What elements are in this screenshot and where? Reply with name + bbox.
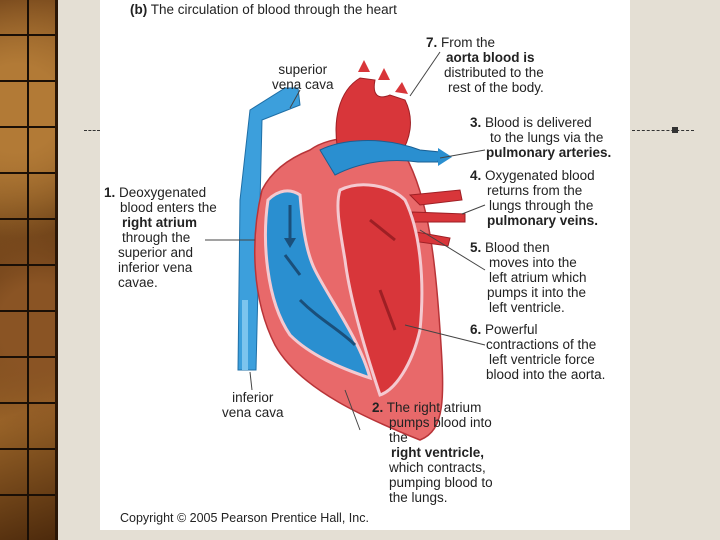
aorta-arrowhead-1: [358, 60, 370, 72]
step-line: pumps it into the: [487, 285, 587, 300]
step-4: 4. Oxygenated blood returns from the lun…: [470, 168, 598, 228]
step-line: returns from the: [487, 183, 583, 198]
leader-lines: [205, 51, 486, 431]
figure-title-prefix: (b): [130, 2, 148, 17]
step-line: left ventricle force: [489, 352, 595, 367]
step-line: superior and: [118, 245, 194, 260]
right-heart-chamber: [264, 189, 373, 381]
step-line: to the lungs via the: [490, 130, 604, 145]
step-line: rest of the body.: [448, 80, 544, 95]
step-number: 2.: [372, 400, 384, 415]
step-line: pulmonary veins.: [487, 213, 599, 228]
step-line: inferior vena: [118, 260, 193, 275]
step-line: Deoxygenated: [119, 185, 207, 200]
step-line: From the: [441, 35, 496, 50]
copyright-notice: Copyright © 2005 Pearson Prentice Hall, …: [120, 511, 369, 525]
decorative-side-strip: [0, 0, 58, 540]
slide-rule-right: [632, 130, 694, 131]
strip-divider: [27, 0, 29, 540]
svc-line: vena cava: [272, 77, 334, 92]
step-line: blood into the aorta.: [486, 367, 606, 382]
flow-arrow-oxygenated: [369, 218, 397, 331]
step-line: pulmonary arteries.: [486, 145, 612, 160]
step-line: the lungs.: [389, 490, 448, 505]
step-line: the: [389, 430, 408, 445]
step-line: distributed to the: [444, 65, 544, 80]
leader-s4: [461, 204, 486, 215]
step-line: pumping blood to: [389, 475, 493, 490]
label-inferior-vena-cava: inferior vena cava: [222, 390, 284, 420]
step-number: 5.: [470, 240, 482, 255]
step-number: 7.: [426, 35, 438, 50]
step-line: left atrium which: [489, 270, 587, 285]
leader-ivc: [249, 371, 253, 391]
left-heart-chamber: [336, 183, 424, 397]
step-line: moves into the: [489, 255, 577, 270]
step-line: aorta blood is: [446, 50, 535, 65]
step-line: The right atrium: [386, 400, 482, 415]
step-number: 3.: [470, 115, 482, 130]
step-3: 3. Blood is delivered to the lungs via t…: [470, 115, 611, 160]
leader-svc: [289, 89, 301, 109]
step-number: 6.: [470, 322, 482, 337]
label-superior-vena-cava: superior vena cava: [272, 62, 334, 92]
ivc-highlight: [242, 300, 248, 370]
step-line: left ventricle.: [489, 300, 565, 315]
step-5: 5. Blood then moves into the left atrium…: [470, 240, 587, 315]
step-line: through the: [122, 230, 191, 245]
ivc-line: vena cava: [222, 405, 284, 420]
step-line: blood enters the: [120, 200, 217, 215]
step-line: right atrium: [122, 215, 198, 230]
figure-title: (b) The circulation of blood through the…: [130, 2, 397, 17]
ivc-line: inferior: [232, 390, 274, 405]
leader-s7: [409, 51, 441, 97]
step-number: 1.: [104, 185, 116, 200]
step-line: right ventricle,: [391, 445, 485, 460]
leader-s6: [404, 324, 486, 346]
step-line: Powerful: [485, 322, 538, 337]
step-1: 1. Deoxygenated blood enters the right a…: [104, 185, 217, 290]
step-number: 4.: [470, 168, 482, 183]
step-6: 6. Powerful contractions of the left ven…: [470, 322, 605, 382]
slide-rule-left: [84, 130, 100, 131]
step-line: Oxygenated blood: [485, 168, 595, 183]
flow-arrow-deoxygenated: [283, 205, 357, 347]
step-line: lungs through the: [489, 198, 594, 213]
step-line: Blood then: [485, 240, 550, 255]
leader-s2: [344, 389, 361, 431]
svc-line: superior: [278, 62, 328, 77]
step-line: contractions of the: [486, 337, 597, 352]
step-line: which contracts,: [389, 460, 486, 475]
leader-s5: [419, 229, 486, 271]
aorta: [335, 77, 411, 161]
step-line: Blood is delivered: [485, 115, 592, 130]
step-line: cavae.: [118, 275, 158, 290]
aorta-arrowhead-2: [378, 68, 390, 80]
step-2: 2. The right atrium pumps blood into the…: [372, 400, 493, 505]
aorta-arrowhead-3: [395, 82, 408, 94]
step-line: pumps blood into: [389, 415, 492, 430]
flow-arrowhead-deoxygenated: [284, 238, 296, 248]
leader-s3: [439, 149, 486, 159]
step-7: 7. From the aorta blood is distributed t…: [426, 35, 544, 95]
slide-rule-marker: [672, 127, 678, 133]
figure-title-text: The circulation of blood through the hea…: [150, 2, 397, 17]
